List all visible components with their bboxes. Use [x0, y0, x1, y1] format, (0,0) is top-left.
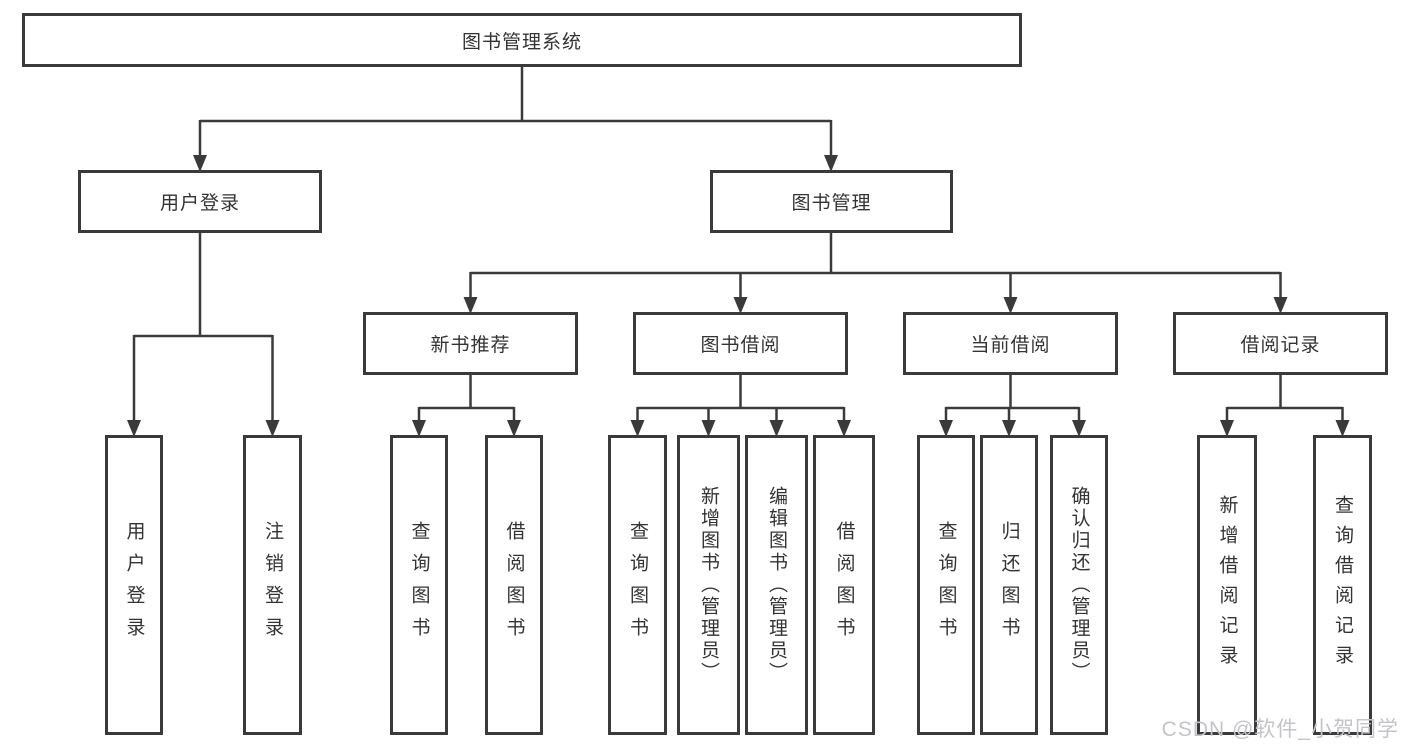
leaf-borrow-books-recommend: 借阅图书 — [485, 435, 543, 735]
leaf-add-borrow-record: 新增借阅记录 — [1197, 435, 1257, 735]
leaf-borrow-books: 借阅图书 — [813, 435, 875, 735]
watermark: CSDN @软件_小贺同学 — [1161, 718, 1399, 741]
leaf-logout: 注销登录 — [243, 435, 302, 735]
leaf-label: 新增借阅记录 — [1216, 495, 1238, 675]
leaf-label: 查询图书 — [627, 521, 648, 649]
node-book-management: 图书管理 — [710, 170, 953, 233]
leaf-label: 归还图书 — [998, 521, 1020, 649]
leaf-query-books-borrowing: 查询图书 — [608, 435, 667, 735]
node-label: 图书管理系统 — [461, 31, 582, 53]
leaf-label: 查询图书 — [408, 521, 430, 649]
leaf-label: 注销登录 — [262, 521, 283, 649]
node-label: 用户登录 — [159, 193, 240, 214]
leaf-label: 编辑图书（管理员） — [766, 486, 787, 684]
node-label: 新书推荐 — [430, 335, 511, 356]
node-root-system: 图书管理系统 — [22, 13, 1022, 67]
leaf-confirm-return-admin: 确认归还（管理员） — [1050, 435, 1108, 735]
leaf-edit-book-admin: 编辑图书（管理员） — [745, 435, 808, 735]
node-label: 图书借阅 — [700, 335, 781, 356]
leaf-query-borrow-record: 查询借阅记录 — [1313, 435, 1372, 735]
leaf-query-books-current: 查询图书 — [917, 435, 975, 735]
node-borrowing-records: 借阅记录 — [1173, 312, 1388, 375]
leaf-label: 借阅图书 — [833, 521, 855, 649]
leaf-label: 新增图书（管理员） — [698, 486, 719, 684]
leaf-label: 查询借阅记录 — [1332, 495, 1353, 675]
node-new-book-recommendation: 新书推荐 — [363, 312, 578, 375]
leaf-add-book-admin: 新增图书（管理员） — [677, 435, 740, 735]
node-current-borrowing: 当前借阅 — [903, 312, 1118, 375]
leaf-label: 用户登录 — [123, 521, 145, 649]
leaf-query-books-recommend: 查询图书 — [390, 435, 448, 735]
leaf-return-books: 归还图书 — [980, 435, 1038, 735]
node-label: 图书管理 — [791, 193, 872, 214]
leaf-label: 确认归还（管理员） — [1068, 486, 1090, 684]
leaf-label: 查询图书 — [935, 521, 957, 649]
leaf-label: 借阅图书 — [503, 521, 525, 649]
node-user-login: 用户登录 — [78, 170, 322, 233]
leaf-user-login: 用户登录 — [105, 435, 163, 735]
node-label: 当前借阅 — [970, 335, 1051, 356]
node-book-borrowing: 图书借阅 — [633, 312, 848, 375]
node-label: 借阅记录 — [1240, 335, 1321, 356]
